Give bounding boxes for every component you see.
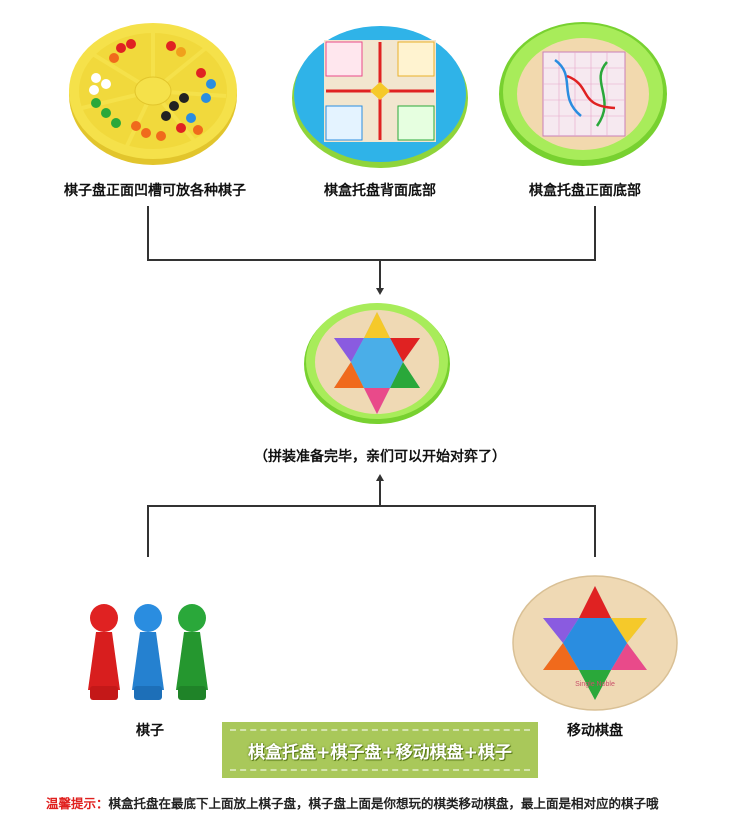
arrow-up-icon — [376, 474, 384, 481]
tray-front-image — [497, 16, 669, 168]
warm-tip: 温馨提示：棋盒托盘在最底下上面放上棋子盘，棋子盘上面是你想玩的棋类移动棋盘，最上… — [46, 793, 659, 812]
caption-ready: （拼装准备完毕，亲们可以开始对弈了） — [254, 449, 506, 465]
caption-pieces: 棋子 — [136, 723, 164, 739]
mobile-board-image: Single Noble — [511, 574, 679, 712]
combination-banner: 棋盒托盘+棋子盘+移动棋盘+棋子 — [222, 722, 538, 778]
assembled-board-image — [302, 298, 452, 426]
connector-line — [594, 505, 596, 557]
arrow-down-icon — [376, 288, 384, 295]
caption-mobile-board: 移动棋盘 — [567, 723, 623, 739]
connector-line — [147, 206, 149, 260]
tray-back-image — [290, 22, 470, 170]
tip-label: 温馨提示： — [46, 796, 109, 811]
connector-line — [147, 505, 596, 507]
mobile-board-brand-text: Single Noble — [575, 681, 615, 688]
caption-tray-back: 棋盒托盘背面底部 — [324, 183, 436, 199]
piece-tray-image — [66, 18, 240, 168]
caption-tray-front: 棋盒托盘正面底部 — [529, 183, 641, 199]
tip-text: 棋盒托盘在最底下上面放上棋子盘，棋子盘上面是你想玩的棋类移动棋盘，最上面是相对应… — [108, 796, 659, 811]
caption-piece-tray: 棋子盘正面凹槽可放各种棋子 — [64, 183, 246, 199]
banner-text: 棋盒托盘+棋子盘+移动棋盘+棋子 — [230, 729, 530, 771]
connector-line — [379, 259, 381, 289]
connector-line — [147, 505, 149, 557]
connector-line — [379, 480, 381, 506]
connector-line — [147, 259, 596, 261]
game-pieces-image — [84, 600, 214, 704]
connector-line — [594, 206, 596, 260]
